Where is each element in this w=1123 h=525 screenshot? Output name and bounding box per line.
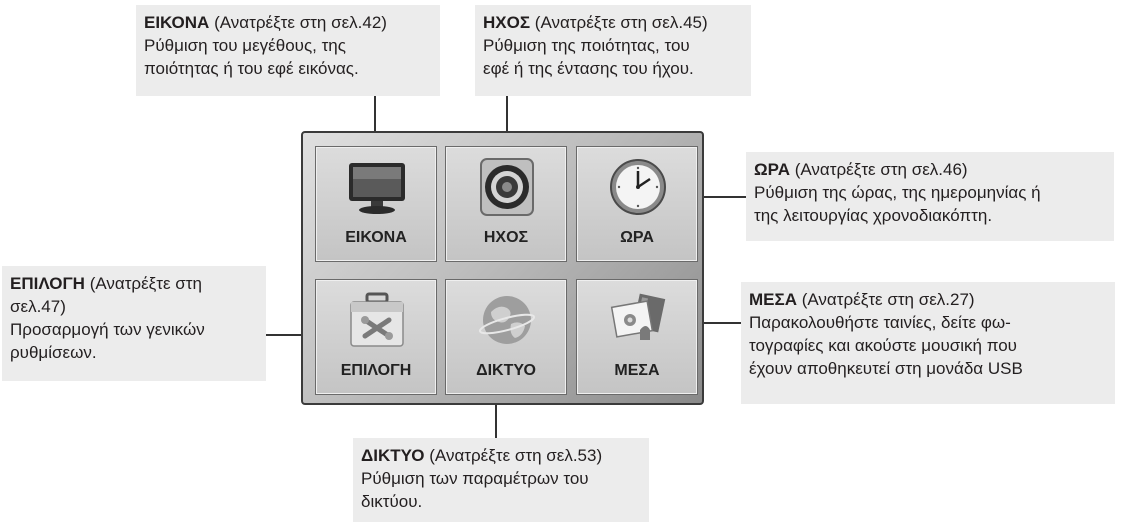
callout-text: Ρύθμιση της ποιότητας, του xyxy=(483,36,690,55)
callout-text: εφέ ή της έντασης του ήχου. xyxy=(483,59,694,78)
callout-text: ρυθμίσεων. xyxy=(10,343,97,362)
tv-icon xyxy=(349,163,405,214)
menu-tile-time[interactable]: ΩΡΑ xyxy=(576,146,698,262)
callout-time: ΩΡΑ (Ανατρέξτε στη σελ.46) Ρύθμιση της ώ… xyxy=(746,152,1114,241)
callout-title: ΕΠΙΛΟΓΗ xyxy=(10,274,85,293)
callout-text: Παρακολουθήστε ταινίες, δείτε φω- xyxy=(749,313,1011,332)
callout-ref: (Ανατρέξτε στη σελ.53) xyxy=(429,446,603,465)
callout-title: ΜΕΣΑ xyxy=(749,290,797,309)
connector-option xyxy=(266,334,324,336)
callout-title: ΔΙΚΤΥΟ xyxy=(361,446,425,465)
callout-text: Ρύθμιση της ώρας, της ημερομηνίας ή xyxy=(754,183,1041,202)
menu-tile-audio[interactable]: ΗΧΟΣ xyxy=(445,146,567,262)
toolbox-icon xyxy=(350,292,404,347)
callout-network: ΔΙΚΤΥΟ (Ανατρέξτε στη σελ.53) Ρύθμιση τω… xyxy=(353,438,649,522)
menu-tile-network[interactable]: ΔΙΚΤΥΟ xyxy=(445,279,567,395)
callout-title: ΕΙΚΟΝΑ xyxy=(144,13,210,32)
tile-label: ΔΙΚΤΥΟ xyxy=(476,362,536,379)
connector-time xyxy=(686,196,746,198)
menu-tile-picture[interactable]: ΕΙΚΟΝΑ xyxy=(315,146,437,262)
callout-picture: ΕΙΚΟΝΑ (Ανατρέξτε στη σελ.42) Ρύθμιση το… xyxy=(136,5,440,96)
connector-media xyxy=(682,322,741,324)
callout-text: ποιότητας ή του εφέ εικόνας. xyxy=(144,59,359,78)
menu-tile-media[interactable]: ΜΕΣΑ xyxy=(576,279,698,395)
connector-picture xyxy=(374,96,376,152)
clock-icon xyxy=(610,159,666,215)
connector-audio xyxy=(506,96,508,156)
menu-tile-option[interactable]: ΕΠΙΛΟΓΗ xyxy=(315,279,437,395)
connector-network xyxy=(495,380,497,438)
globe-icon xyxy=(478,296,536,344)
callout-text: δικτύου. xyxy=(361,492,423,511)
speaker-icon xyxy=(480,158,534,216)
tile-label: ΜΕΣΑ xyxy=(614,362,660,379)
callout-text: Προσαρμογή των γενικών xyxy=(10,320,205,339)
callout-ref: (Ανατρέξτε στη σελ.46) xyxy=(794,160,968,179)
media-icon xyxy=(610,293,666,340)
callout-ref: (Ανατρέξτε στη σελ.42) xyxy=(214,13,387,32)
tile-label: ΕΠΙΛΟΓΗ xyxy=(340,362,412,379)
callout-audio: ΗΧΟΣ (Ανατρέξτε στη σελ.45) Ρύθμιση της … xyxy=(475,5,751,96)
callout-text: έχουν αποθηκευτεί στη μονάδα USB xyxy=(749,359,1023,378)
callout-title: ΗΧΟΣ xyxy=(483,13,531,32)
callout-media: ΜΕΣΑ (Ανατρέξτε στη σελ.27) Παρακολουθήσ… xyxy=(741,282,1115,404)
callout-ref: (Ανατρέξτε στη σελ.27) xyxy=(801,290,975,309)
callout-ref: (Ανατρέξτε στη σελ.45) xyxy=(534,13,708,32)
callout-title: ΩΡΑ xyxy=(754,160,790,179)
tile-label: ΗΧΟΣ xyxy=(483,229,529,246)
callout-text: τογραφίες και ακούστε μουσική που xyxy=(749,336,1017,355)
tile-label: ΩΡΑ xyxy=(620,229,654,246)
tile-label: ΕΙΚΟΝΑ xyxy=(345,229,407,246)
settings-menu-panel: ΕΙΚΟΝΑ ΗΧΟΣ ΩΡΑ xyxy=(301,131,704,405)
callout-text: Ρύθμιση του μεγέθους, της xyxy=(144,36,346,55)
callout-text: σελ.47) xyxy=(10,297,66,316)
callout-option: ΕΠΙΛΟΓΗ (Ανατρέξτε στη σελ.47) Προσαρμογ… xyxy=(2,266,266,381)
callout-ref: (Ανατρέξτε στη xyxy=(89,274,202,293)
callout-text: της λειτουργίας χρονοδιακόπτη. xyxy=(754,206,993,225)
callout-text: Ρύθμιση των παραμέτρων του xyxy=(361,469,589,488)
